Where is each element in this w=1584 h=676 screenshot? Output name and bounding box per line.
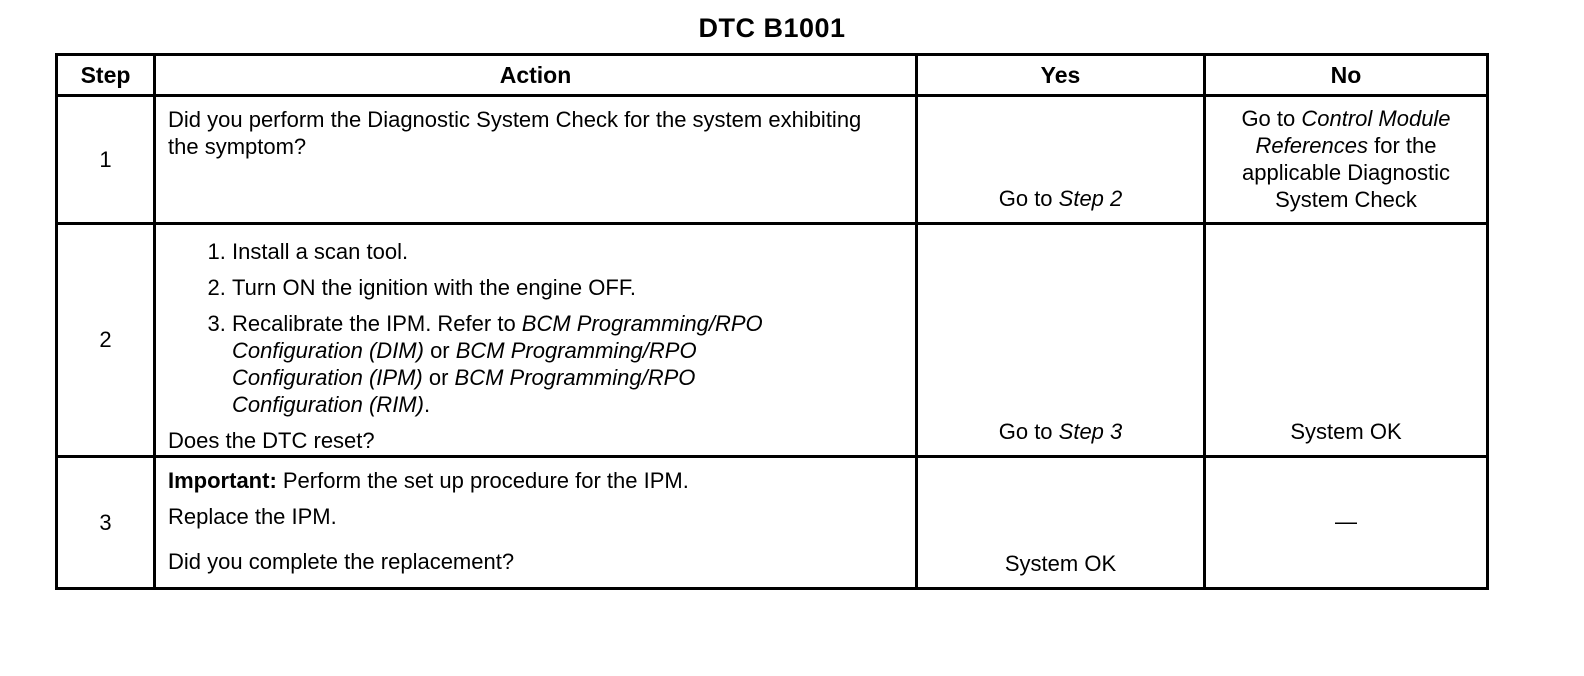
- row2-action-cell: Install a scan tool. Turn ON the ignitio…: [156, 225, 918, 458]
- row1-step-number: 1: [58, 97, 156, 225]
- row3-action-cell: Important: Perform the set up procedure …: [156, 458, 918, 587]
- row2-no-cell: System OK: [1206, 225, 1486, 458]
- row1-action-cell: Did you perform the Diagnostic System Ch…: [156, 97, 918, 225]
- row1-no-cell: Go to Control Module References for the …: [1206, 97, 1486, 225]
- col-header-action: Action: [156, 56, 918, 97]
- row1-action-question: Did you perform the Diagnostic System Ch…: [168, 107, 862, 159]
- row3-important-note: Important: Perform the set up procedure …: [168, 468, 689, 493]
- row3-no-dash: —: [1335, 509, 1357, 534]
- row1-no-text: Go to Control Module References for the …: [1241, 106, 1451, 212]
- row3-no-cell: —: [1206, 458, 1486, 587]
- row2-no-text: System OK: [1290, 419, 1402, 444]
- row2-yes-text: Go to Step 3: [998, 419, 1123, 444]
- row2-procedure-item-2: Turn ON the ignition with the engine OFF…: [232, 274, 816, 301]
- dtc-diagnostic-table: Step Action Yes No 1 Did you perform the…: [55, 53, 1489, 590]
- row3-action-question: Did you complete the replacement?: [168, 549, 515, 574]
- row2-procedure-item-1: Install a scan tool.: [232, 238, 816, 265]
- page-title: DTC B1001: [698, 13, 846, 43]
- row2-procedure-item-3: Recalibrate the IPM. Refer to BCM Progra…: [232, 310, 816, 418]
- col-header-no: No: [1206, 56, 1486, 97]
- row2-step-number: 2: [58, 225, 156, 458]
- row2-procedure-list: Install a scan tool. Turn ON the ignitio…: [168, 236, 901, 427]
- row3-instruction: Replace the IPM.: [168, 504, 337, 529]
- col-header-yes: Yes: [918, 56, 1206, 97]
- row1-yes-cell: Go to Step 2: [918, 97, 1206, 225]
- row3-step-number: 3: [58, 458, 156, 587]
- row3-yes-text: System OK: [1004, 551, 1117, 576]
- row2-action-question: Does the DTC reset?: [168, 428, 375, 453]
- col-header-step: Step: [58, 56, 156, 97]
- row2-yes-cell: Go to Step 3: [918, 225, 1206, 458]
- row3-yes-cell: System OK: [918, 458, 1206, 587]
- row1-yes-text: Go to Step 2: [998, 186, 1123, 211]
